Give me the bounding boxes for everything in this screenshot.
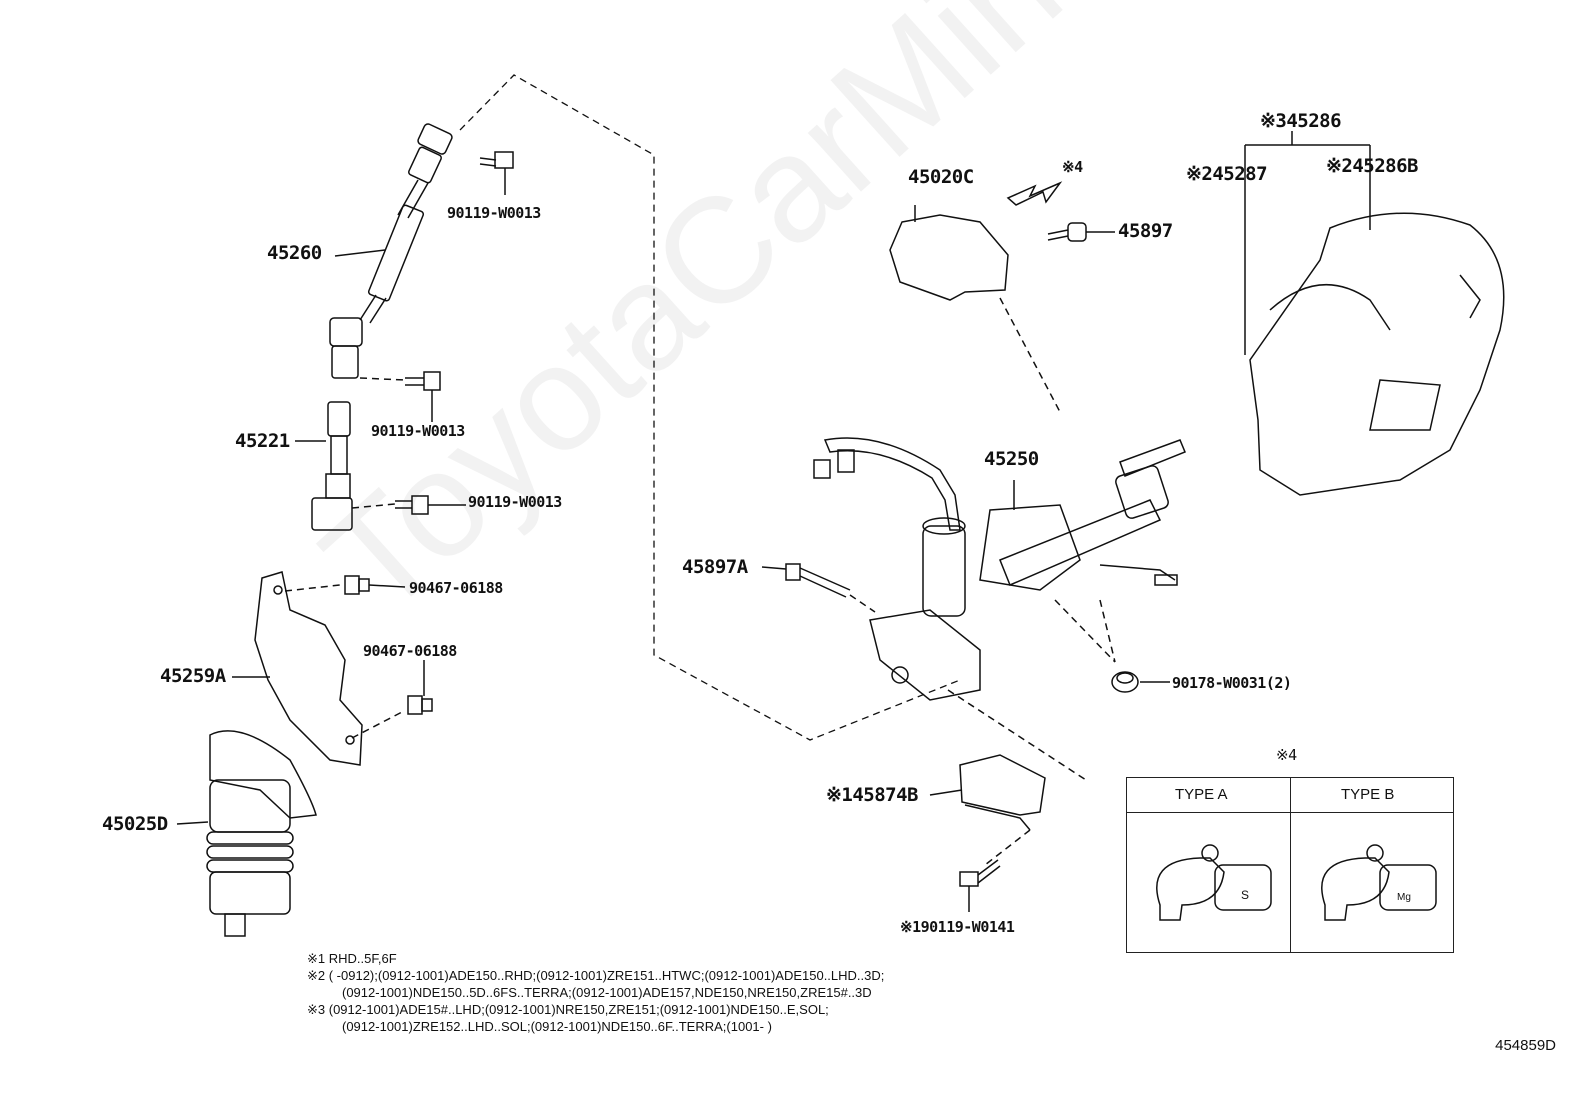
label-45286B: ※245286B (1326, 155, 1419, 177)
label-45025D: 45025D (102, 813, 168, 835)
leader-45025D (176, 821, 209, 825)
label-90119-w0013-c: 90119-W0013 (468, 493, 562, 511)
type-b-mark: Mg (1397, 892, 1411, 903)
diagram-code: 454859D (1495, 1037, 1556, 1054)
leader-45260 (334, 249, 386, 257)
cover-45020C (889, 205, 1009, 301)
type-a-mark: S (1241, 888, 1250, 902)
label-90467-06188-b: 90467-06188 (363, 642, 457, 660)
leader-45874B (929, 789, 963, 796)
type-a-shape (1156, 844, 1272, 921)
label-90119-w0013-b: 90119-W0013 (371, 422, 465, 440)
label-45874B: ※145874B (826, 784, 919, 806)
label-90178-w0031: 90178-W0031(2) (1172, 674, 1292, 692)
bracket-45259A (254, 571, 363, 766)
type-table: TYPE A TYPE B S Mg (1126, 777, 1454, 953)
label-45287: ※245287 (1186, 163, 1268, 185)
bolt-90119-c (395, 495, 466, 515)
cover-45874B (959, 754, 1046, 831)
assembly-dashed-outline (459, 74, 961, 741)
arrow-type-indicator (1006, 181, 1063, 206)
boot-45025D (206, 730, 317, 937)
label-type-marker-arrow: ※4 (1062, 158, 1083, 176)
footnote-1: ※1 RHD..5F,6F (307, 951, 397, 966)
type-b-header: TYPE B (1341, 786, 1395, 803)
nut-90178 (1111, 671, 1170, 693)
column-assembly-45250 (813, 437, 1186, 701)
type-a-header: TYPE A (1175, 786, 1228, 803)
column-cover-45286 (1244, 131, 1505, 496)
footnote-2: ※2 ( -0912);(0912-1001)ADE150..RHD;(0912… (307, 968, 885, 983)
label-45020C: 45020C (908, 166, 974, 188)
bolt-90119-b (405, 371, 441, 422)
footnote-3-cont: (0912-1001)ZRE152..LHD..SOL;(0912-1001)N… (342, 1019, 772, 1034)
label-90119-w0141: ※190119-W0141 (900, 918, 1015, 936)
type-b-shape (1321, 844, 1437, 921)
label-45260: 45260 (267, 242, 322, 264)
label-90119-w0013-a: 90119-W0013 (447, 204, 541, 222)
footnote-3: ※3 (0912-1001)ADE15#..LHD;(0912-1001)NRE… (307, 1002, 829, 1017)
label-90467-06188-a: 90467-06188 (409, 579, 503, 597)
bolt-45897A (785, 563, 851, 598)
type-table-marker: ※4 (1276, 746, 1297, 764)
bolt-90119-a (479, 151, 514, 195)
bolt-45897 (1047, 222, 1115, 242)
label-45259A: 45259A (160, 665, 226, 687)
label-45897: 45897 (1118, 220, 1173, 242)
label-45286: ※345286 (1260, 110, 1342, 132)
label-45250: 45250 (984, 448, 1039, 470)
intermediate-shaft-45260 (329, 123, 453, 379)
clip-90467-b (407, 660, 433, 715)
shaft-45221 (311, 401, 353, 531)
label-45897A: 45897A (682, 556, 748, 578)
label-45221: 45221 (235, 430, 290, 452)
clip-90467-a (344, 575, 406, 595)
screw-90119-w0141 (959, 859, 1001, 912)
type-table-column-divider (1290, 778, 1291, 952)
footnote-2-cont: (0912-1001)NDE150..5D..6FS..TERRA;(0912-… (342, 985, 872, 1000)
